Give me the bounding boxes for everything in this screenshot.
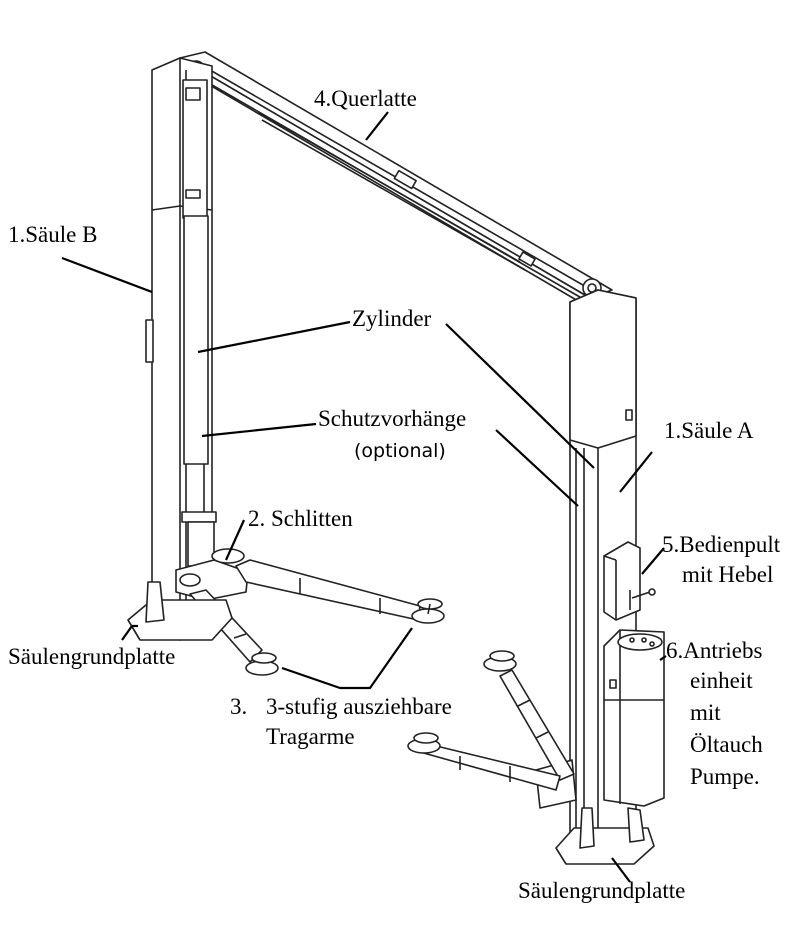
label-arms-line1: 3-stufig ausziehbare bbox=[266, 694, 452, 719]
label-arms-line2: Tragarme bbox=[266, 724, 355, 749]
label-crossbar: 4.Querlatte bbox=[314, 86, 417, 111]
label-drive-line1: 6.Antriebs bbox=[666, 638, 763, 663]
label-drive-line3: mit bbox=[690, 700, 721, 725]
label-column-a: 1.Säule A bbox=[664, 418, 754, 443]
label-drive-line2: einheit bbox=[690, 668, 753, 693]
label-curtains-optional: (optional) bbox=[354, 440, 446, 462]
label-control-panel-line2: mit Hebel bbox=[682, 562, 774, 587]
label-cylinder: Zylinder bbox=[352, 306, 432, 331]
label-base-plate-right: Säulengrundplatte bbox=[518, 878, 686, 903]
label-control-panel-line1: 5.Bedienpult bbox=[662, 532, 781, 557]
base-plate-a bbox=[555, 807, 655, 865]
label-curtains: Schutzvorhänge bbox=[318, 406, 467, 431]
power-unit bbox=[603, 629, 665, 807]
label-carriage: 2. Schlitten bbox=[248, 506, 353, 531]
label-drive-line4: Öltauch bbox=[690, 732, 763, 757]
base-plate-b bbox=[127, 581, 233, 641]
control-panel bbox=[603, 541, 656, 621]
leader-lines bbox=[61, 111, 667, 883]
arms-a bbox=[407, 650, 577, 809]
label-arms-number: 3. bbox=[230, 694, 248, 719]
label-column-b: 1.Säule B bbox=[8, 222, 98, 247]
label-base-plate-left: Säulengrundplatte bbox=[8, 644, 176, 669]
label-drive-line5: Pumpe. bbox=[690, 764, 760, 789]
